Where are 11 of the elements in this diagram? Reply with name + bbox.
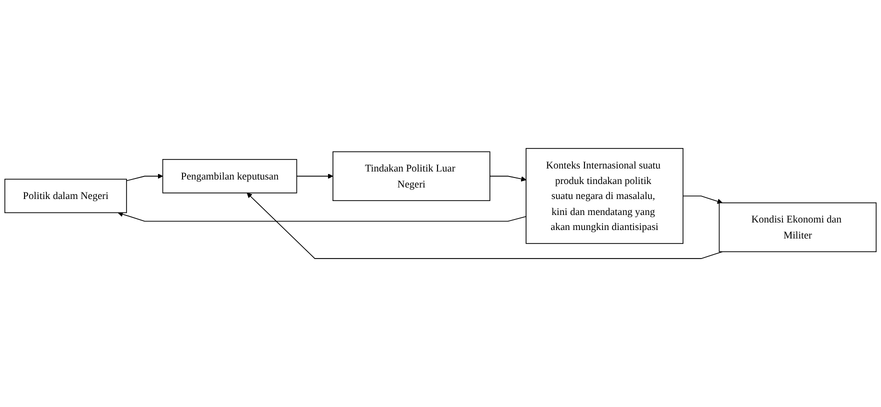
arrow [246, 192, 723, 259]
arrow [126, 174, 163, 182]
node-box: Politik dalam Negeri [4, 178, 127, 214]
node-box: Pengambilan keputusan [162, 159, 298, 194]
arrow [296, 174, 334, 179]
arrow [682, 196, 723, 204]
node-box: Kondisi Ekonomi dan Militer [718, 202, 877, 252]
node-box: Tindakan Politik Luar Negeri [332, 151, 490, 202]
node-box: Konteks Internasional suatu produk tindakan politik suatu negara di masalalu, kini dan mendatang yang akan mungkin diantisipasi [526, 148, 684, 244]
arrow [489, 176, 526, 182]
arrow [118, 212, 526, 222]
